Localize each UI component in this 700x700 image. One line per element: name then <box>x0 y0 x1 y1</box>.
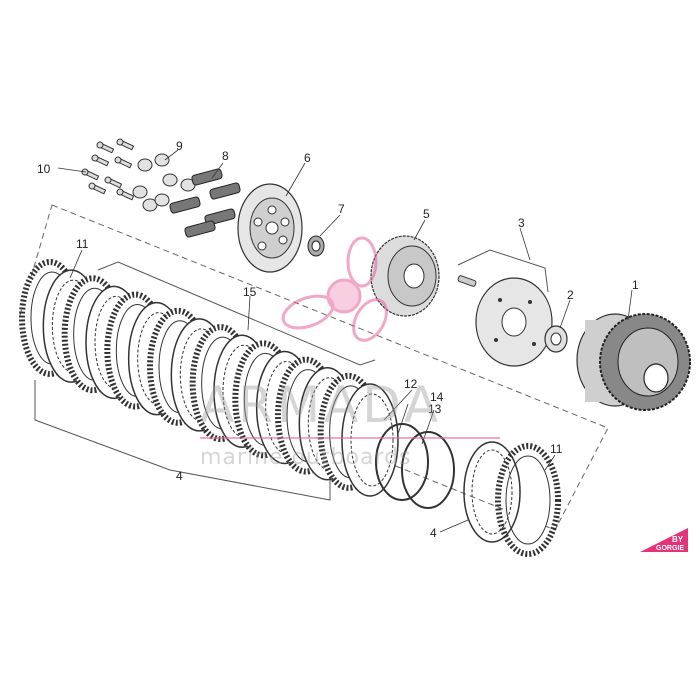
badge-line2: GORGIE <box>656 545 684 552</box>
backplate <box>475 277 553 367</box>
screw <box>81 168 100 181</box>
screw <box>88 182 107 195</box>
callout-4: 4 <box>176 469 183 483</box>
washer <box>544 325 568 353</box>
retainer <box>132 185 148 199</box>
callout-11: 11 <box>76 237 89 251</box>
spring <box>169 196 201 214</box>
callout-6: 6 <box>304 151 311 165</box>
callout-8: 8 <box>222 149 229 163</box>
springs-group <box>169 168 241 238</box>
friction-plate-11-right <box>495 443 561 557</box>
clutch-basket <box>576 313 691 411</box>
callout-4-right: 4 <box>430 526 437 540</box>
screw <box>104 176 123 189</box>
callout-15: 15 <box>243 285 257 299</box>
callouts: 1 2 3 4 5 6 7 8 9 10 11 12 13 14 15 4 11 <box>37 139 639 540</box>
retainer <box>162 173 178 187</box>
badge-line1: BY <box>672 535 684 544</box>
steel-plate <box>341 383 399 497</box>
callout-9: 9 <box>176 139 183 153</box>
callout-10: 10 <box>37 162 51 176</box>
callout-7: 7 <box>338 202 345 216</box>
inner-hub <box>370 235 440 317</box>
callout-13: 13 <box>428 402 442 416</box>
pressure-plate <box>237 183 303 273</box>
watermark-subtitle: marine outboards <box>200 445 412 470</box>
callout-12: 12 <box>404 377 418 391</box>
screw <box>96 141 115 154</box>
wire-ring <box>375 423 429 501</box>
screws-group <box>81 138 135 201</box>
callout-5: 5 <box>423 207 430 221</box>
retainers-group <box>132 153 196 212</box>
callout-14: 14 <box>430 390 444 404</box>
steel-plate-4-right <box>463 441 521 543</box>
bracket-15 <box>97 261 376 366</box>
retainer <box>154 193 170 207</box>
clutch-plates-stack <box>19 259 455 509</box>
retainer <box>154 153 170 167</box>
retainer <box>137 158 153 172</box>
leader-lines <box>57 149 633 533</box>
propeller-icon <box>281 236 388 342</box>
callout-1: 1 <box>632 278 639 292</box>
spring <box>191 168 223 186</box>
spring <box>184 220 216 238</box>
corner-badge: BY GORGIE <box>640 528 688 552</box>
screw <box>114 156 133 169</box>
watermark-title: ARMADA <box>200 376 442 434</box>
callout-11-right: 11 <box>550 442 563 456</box>
spring <box>209 182 241 200</box>
screw <box>116 138 135 151</box>
callout-3: 3 <box>518 216 525 230</box>
watermark-logo: ARMADA marine outboards <box>200 236 500 470</box>
retainer <box>142 198 158 212</box>
bearing <box>307 235 325 257</box>
screw <box>116 188 135 201</box>
callout-2: 2 <box>567 288 574 302</box>
bracket-4-left <box>34 380 331 501</box>
screw <box>91 154 110 167</box>
bracket-3 <box>457 249 549 293</box>
pushrod-pin <box>457 275 477 287</box>
wire-ring <box>401 431 455 509</box>
